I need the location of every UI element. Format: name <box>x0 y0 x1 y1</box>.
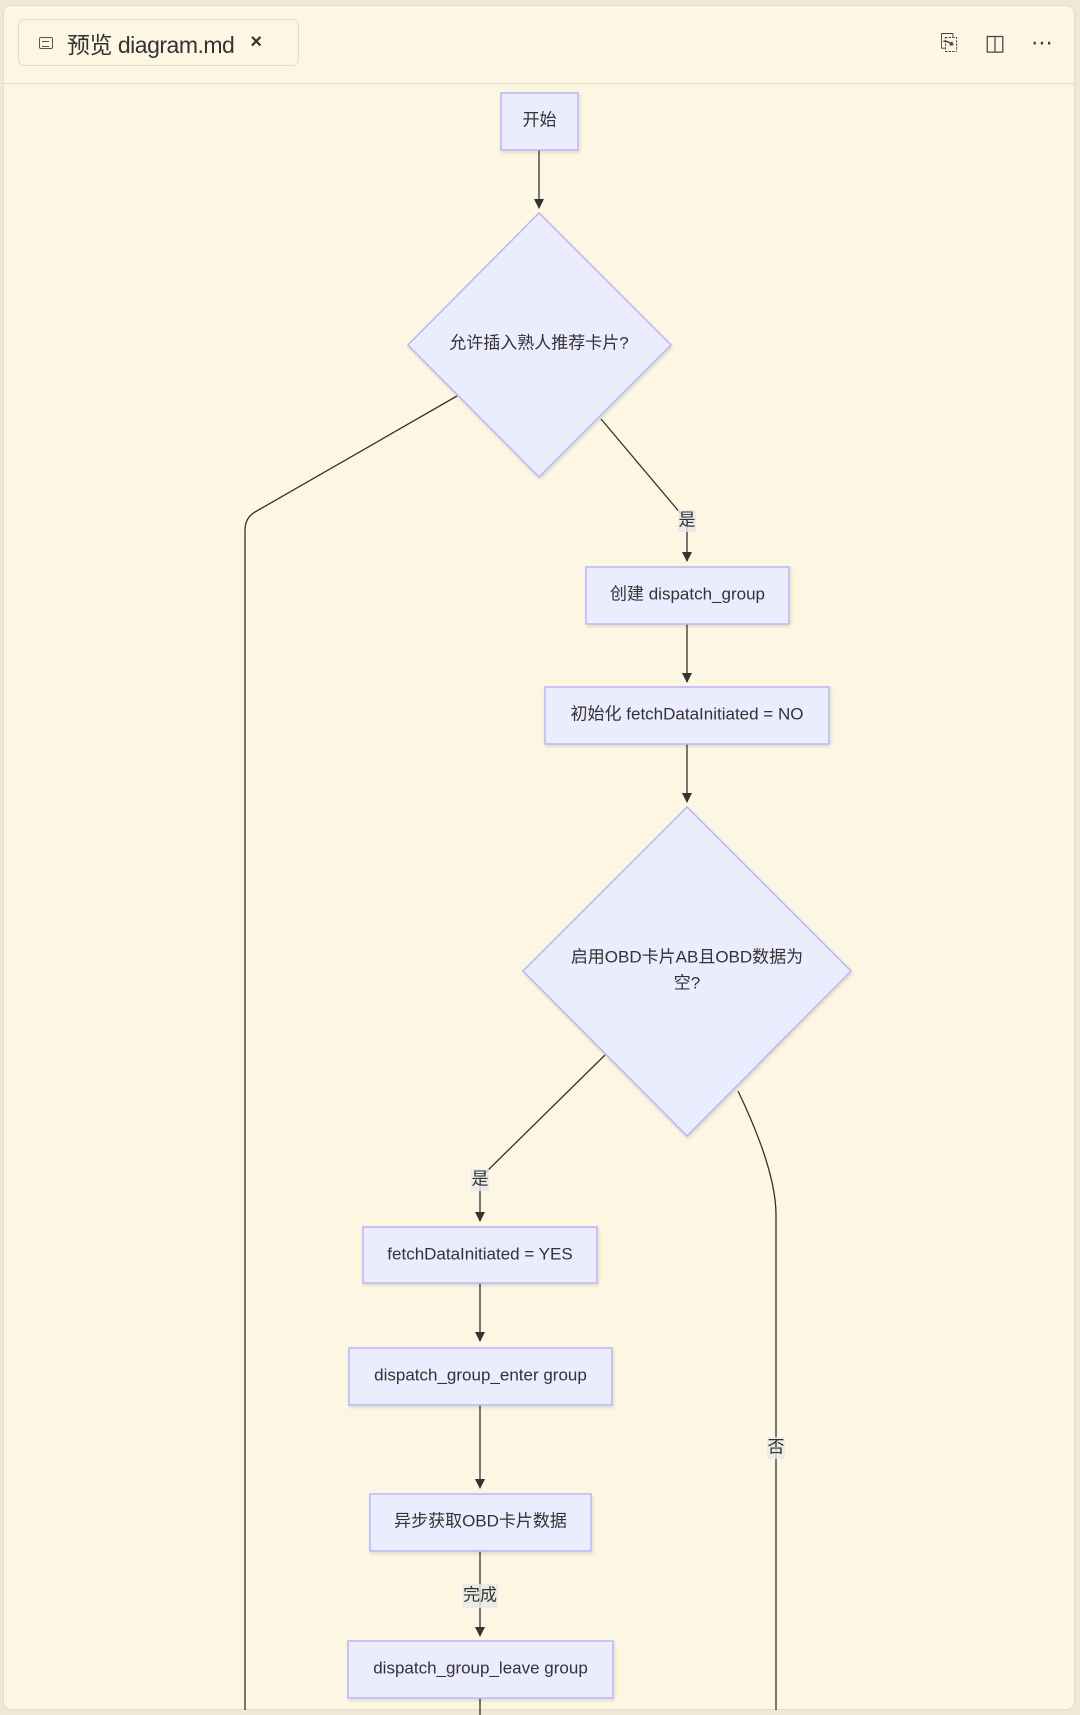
edge-label-d2-no: 否 <box>767 1437 785 1459</box>
preview-icon <box>39 36 53 49</box>
svg-text:空?: 空? <box>674 973 700 992</box>
edge-decision1-no <box>244 395 458 1710</box>
node-start: 开始 <box>500 92 579 151</box>
edge-label-d1-yes: 是 <box>678 510 696 532</box>
edge-label-d2-yes: 是 <box>471 1169 489 1191</box>
edge-decision2-no <box>737 1090 777 1710</box>
close-icon[interactable]: × <box>250 31 263 53</box>
svg-text:完成: 完成 <box>463 1585 497 1604</box>
svg-text:创建 dispatch_group: 创建 dispatch_group <box>610 584 765 603</box>
edge-decision1-yes <box>600 418 692 562</box>
svg-text:否: 否 <box>768 1437 785 1456</box>
edge-label-done: 完成 <box>462 1584 498 1608</box>
split-editor-icon[interactable]: ◫ <box>984 30 1006 55</box>
node-create-group: 创建 dispatch_group <box>585 566 790 625</box>
edge-decision2-yes <box>475 1054 606 1222</box>
node-async-fetch: 异步获取OBD卡片数据 <box>369 1493 592 1552</box>
svg-text:dispatch_group_leave group: dispatch_group_leave group <box>373 1658 588 1677</box>
open-source-icon[interactable]: ⎘ <box>940 30 958 55</box>
node-enter-group: dispatch_group_enter group <box>348 1347 613 1406</box>
svg-text:初始化 fetchDataInitiated = NO: 初始化 fetchDataInitiated = NO <box>571 704 804 723</box>
svg-text:fetchDataInitiated = YES: fetchDataInitiated = YES <box>387 1244 572 1263</box>
editor-header: 预览 diagram.md × ⎘ ◫ ⋯ <box>4 6 1074 84</box>
svg-text:开始: 开始 <box>523 110 557 129</box>
tab-title: 预览 diagram.md <box>67 31 235 58</box>
tab-preview-diagram[interactable]: 预览 diagram.md × <box>18 19 299 66</box>
svg-text:异步获取OBD卡片数据: 异步获取OBD卡片数据 <box>394 1511 567 1530</box>
svg-text:启用OBD卡片AB且OBD数据为: 启用OBD卡片AB且OBD数据为 <box>571 947 803 966</box>
svg-text:是: 是 <box>679 510 696 529</box>
svg-text:dispatch_group_enter group: dispatch_group_enter group <box>374 1365 587 1384</box>
more-actions-icon[interactable]: ⋯ <box>1031 30 1053 55</box>
node-leave-group: dispatch_group_leave group <box>347 1640 614 1699</box>
svg-text:允许插入熟人推荐卡片?: 允许插入熟人推荐卡片? <box>449 332 628 352</box>
node-decision2: 启用OBD卡片AB且OBD数据为 空? <box>521 805 853 1138</box>
node-set-yes: fetchDataInitiated = YES <box>362 1226 598 1284</box>
node-init-flag: 初始化 fetchDataInitiated = NO <box>544 686 830 745</box>
node-decision1: 允许插入熟人推荐卡片? <box>406 211 673 479</box>
svg-text:是: 是 <box>472 1169 489 1188</box>
